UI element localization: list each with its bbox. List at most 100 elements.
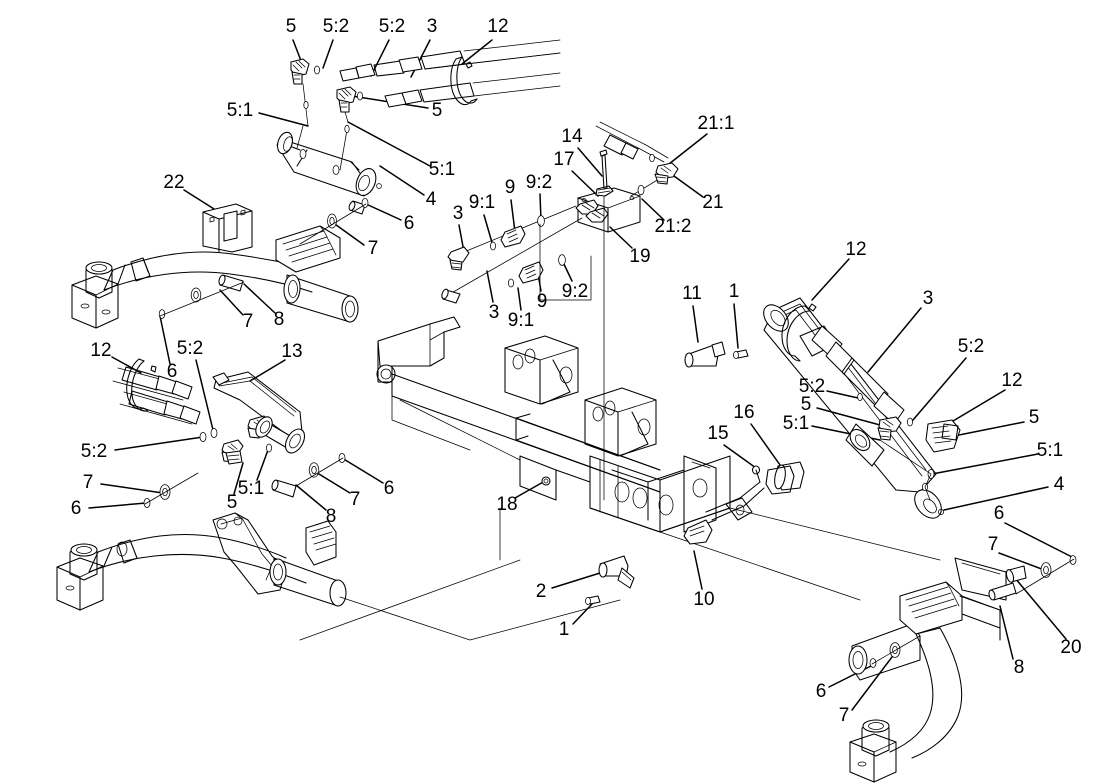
leader-line-6: [159, 315, 171, 365]
callout-label-6: 6: [815, 681, 827, 702]
callout-label-6: 6: [403, 213, 415, 234]
callout-label-21-1: 21:1: [697, 113, 735, 134]
callout-label-3: 3: [488, 302, 500, 323]
callout-label-1: 1: [728, 281, 740, 302]
leader-line-8: [243, 283, 276, 314]
callout-label-2: 2: [535, 581, 547, 602]
leader-line-21-2: [641, 198, 665, 221]
part-group-center-frame: [299, 316, 941, 641]
callout-label-16: 16: [733, 402, 755, 423]
callout-label-5-2: 5:2: [80, 441, 108, 462]
callout-label-9-2: 9:2: [525, 172, 553, 193]
callout-label-9-1: 9:1: [507, 310, 535, 331]
part-group-top-left-cylinder: [276, 39, 561, 197]
callout-label-7: 7: [987, 534, 999, 555]
leader-line-5-1: [256, 449, 269, 481]
leader-line-10: [693, 550, 703, 590]
leader-line-7: [331, 221, 365, 246]
callout-label-6: 6: [383, 478, 395, 499]
callout-label-5-1: 5:1: [782, 413, 810, 434]
leader-line-5-1: [347, 121, 431, 167]
leader-line-11: [692, 305, 699, 343]
callout-label-8: 8: [325, 506, 337, 527]
leader-line-21: [673, 175, 704, 198]
leader-line-3: [867, 307, 922, 373]
callout-label-6: 6: [166, 361, 178, 382]
leader-line-5-1: [258, 112, 309, 127]
callout-label-5-2: 5:2: [798, 376, 826, 397]
part-group-right-cylinder: [763, 297, 961, 519]
callout-label-4: 4: [1053, 474, 1065, 495]
leader-line-5-2: [826, 390, 859, 399]
leader-line-14: [577, 147, 603, 177]
part-group-left-lower-arm: [56, 512, 621, 641]
callout-label-4: 4: [425, 189, 437, 210]
leader-line-21-1: [668, 133, 708, 165]
leader-line-7: [851, 652, 896, 711]
leader-line-3: [410, 39, 431, 78]
leader-line-5: [233, 462, 244, 495]
callout-label-12: 12: [1001, 370, 1023, 391]
callout-label-8: 8: [273, 309, 285, 330]
callout-label-10: 10: [693, 589, 715, 610]
callout-label-13: 13: [281, 341, 303, 362]
callout-label-21: 21: [702, 192, 724, 213]
leader-line-6: [828, 664, 874, 688]
part-group-left-hoses: [112, 358, 346, 508]
callout-label-8: 8: [1013, 657, 1025, 678]
leader-lines: [88, 39, 1073, 711]
callout-label-15: 15: [707, 423, 729, 444]
callout-label-5-2: 5:2: [322, 16, 350, 37]
callout-label-3: 3: [452, 203, 464, 224]
callout-label-5: 5: [226, 492, 238, 513]
callout-label-12: 12: [845, 239, 867, 260]
callout-label-9: 9: [536, 291, 548, 312]
callout-label-17: 17: [553, 149, 575, 170]
leader-line-6: [365, 203, 402, 221]
leader-line-4: [943, 486, 1049, 511]
callout-label-7: 7: [838, 705, 850, 726]
callout-label-19: 19: [629, 246, 651, 267]
leader-line-5-2: [912, 357, 967, 421]
callout-label-5-1: 5:1: [1036, 440, 1064, 461]
callout-label-12: 12: [90, 340, 112, 361]
callout-label-5-2: 5:2: [176, 338, 204, 359]
leader-line-20: [1014, 577, 1067, 640]
callout-label-21-2: 21:2: [654, 216, 692, 237]
callout-label-5-2: 5:2: [378, 16, 406, 37]
callout-label-7: 7: [367, 238, 379, 259]
leader-line-5-2: [370, 39, 390, 77]
leader-line-12: [461, 39, 493, 65]
leader-line-6: [341, 457, 384, 484]
leader-line-12: [811, 258, 850, 301]
leader-line-5-2: [114, 436, 204, 451]
callout-label-5: 5: [431, 100, 443, 121]
callout-label-7: 7: [242, 311, 254, 332]
leader-line-2: [551, 572, 601, 589]
leader-line-6: [88, 502, 147, 509]
callout-label-7: 7: [82, 472, 94, 493]
part-group-right-misc: [765, 465, 795, 495]
callout-label-12: 12: [487, 16, 509, 37]
leader-line-3: [486, 270, 494, 303]
leader-line-8: [999, 605, 1014, 660]
callout-label-5-1: 5:1: [428, 159, 456, 180]
leader-line-16: [750, 423, 786, 473]
leader-line-9-1: [483, 214, 494, 247]
callout-label-5: 5: [285, 16, 297, 37]
leader-line-5: [816, 407, 881, 426]
part-group-right-lower-arm: [848, 555, 1077, 783]
leader-line-5-1: [931, 453, 1039, 475]
leader-line-1: [733, 303, 739, 349]
callout-label-3: 3: [922, 288, 934, 309]
leader-line-17: [571, 170, 599, 197]
callout-label-6: 6: [70, 498, 82, 519]
part-group-left-upper-arm: [71, 198, 369, 329]
callout-label-9-2: 9:2: [561, 281, 589, 302]
callout-label-18: 18: [496, 494, 518, 515]
part-group-valve-manifold: [441, 121, 679, 501]
callout-label-7: 7: [349, 489, 361, 510]
callout-label-14: 14: [561, 126, 583, 147]
